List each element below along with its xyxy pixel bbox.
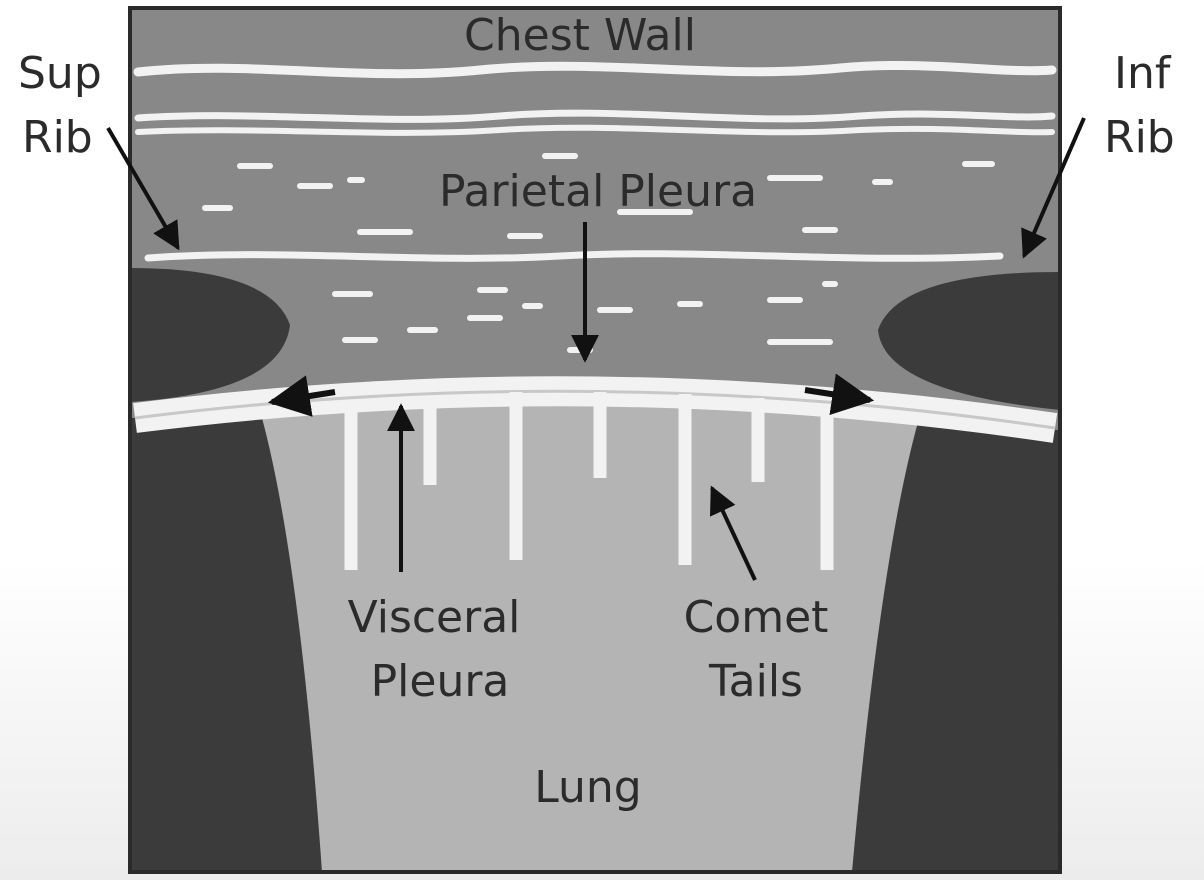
inf-rib-shadow-right — [878, 272, 1060, 410]
rib-acoustic-shadow-right — [852, 422, 1060, 872]
diagram-frame — [128, 6, 1062, 874]
inf-rib-arrow — [1021, 117, 1086, 259]
comet-tails-lines — [344, 392, 834, 570]
inf-rib-label-line2: Rib — [1104, 112, 1175, 163]
visceral-pleura-label-line2: Pleura — [370, 656, 510, 707]
lung-sliding-arrow-right — [804, 373, 875, 416]
sup-rib-label-line2: Rib — [22, 112, 93, 163]
sup-rib-shadow-left — [130, 268, 290, 402]
lung-sliding-arrow-left — [267, 375, 336, 417]
chest-wall-label: Chest Wall — [464, 10, 696, 61]
rib-acoustic-shadow-left — [130, 418, 322, 872]
sup-rib-arrow — [106, 126, 180, 251]
tissue-speckle — [202, 153, 995, 353]
comet-tails-label-line2: Tails — [709, 656, 803, 707]
visceral-pleura-label-line1: Visceral — [347, 592, 521, 643]
parietal-pleura-label: Parietal Pleura — [438, 166, 758, 217]
comet-tails-arrow — [709, 485, 757, 581]
chest-wall-echo-lines — [133, 61, 1057, 262]
comet-tails-label-line1: Comet — [683, 592, 829, 643]
inf-rib-label-line1: Inf — [1114, 48, 1171, 99]
lung-label: Lung — [534, 762, 642, 813]
sup-rib-label-line1: Sup — [18, 48, 102, 99]
